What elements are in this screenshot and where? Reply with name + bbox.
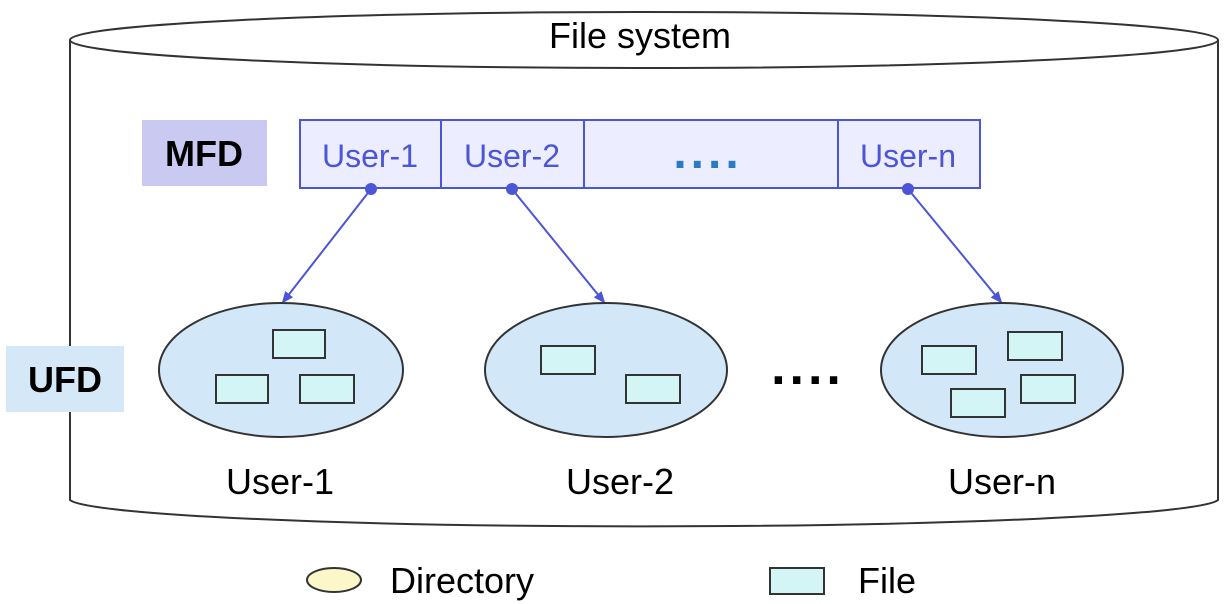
mfd-table bbox=[299, 119, 981, 189]
file-icon bbox=[921, 345, 977, 375]
mfd-cell-label-user-2: User-2 bbox=[464, 138, 560, 174]
arrow-user-1 bbox=[281, 188, 372, 304]
legend-directory-icon bbox=[306, 567, 362, 593]
ufd-directory-label-user-2: User-2 bbox=[566, 461, 674, 502]
arrow-user-n bbox=[907, 188, 1003, 304]
ufd-directory-user-2 bbox=[484, 302, 728, 438]
ufd-label: UFD bbox=[28, 359, 102, 400]
mfd-cell-dots-label: .... bbox=[673, 126, 742, 179]
file-icon bbox=[950, 388, 1006, 418]
mfd-cell-label-user-n: User-n bbox=[860, 138, 956, 174]
pointer-arrows bbox=[281, 183, 1003, 304]
file-system-cylinder bbox=[69, 11, 1219, 528]
file-icon bbox=[215, 374, 269, 404]
mfd-cell-user-n bbox=[837, 119, 981, 189]
file-icon bbox=[1007, 331, 1063, 361]
legend-directory-label: Directory bbox=[390, 560, 534, 601]
ufd-directory-label-user-1: User-1 bbox=[226, 461, 334, 502]
file-icon bbox=[625, 374, 681, 404]
mfd-cell-label-user-1: User-1 bbox=[322, 138, 418, 174]
ufd-directory-user-n bbox=[880, 302, 1124, 438]
file-icon bbox=[272, 329, 326, 359]
arrow-user-2 bbox=[511, 188, 606, 304]
ufd-label-box bbox=[6, 346, 124, 412]
file-icon bbox=[540, 345, 596, 375]
legend-file-icon bbox=[769, 567, 825, 595]
ufd-directory-user-1 bbox=[158, 302, 404, 438]
file-icon bbox=[1020, 374, 1076, 404]
mfd-label: MFD bbox=[165, 133, 243, 174]
ufd-directory-label-user-n: User-n bbox=[948, 461, 1056, 502]
ufd-separator-dots: .... bbox=[771, 338, 845, 396]
legend-file-label: File bbox=[858, 560, 916, 601]
legend: Directory File bbox=[306, 560, 916, 601]
file-system-title: File system bbox=[549, 15, 731, 56]
mfd-label-box bbox=[142, 120, 267, 186]
file-icon bbox=[299, 374, 355, 404]
